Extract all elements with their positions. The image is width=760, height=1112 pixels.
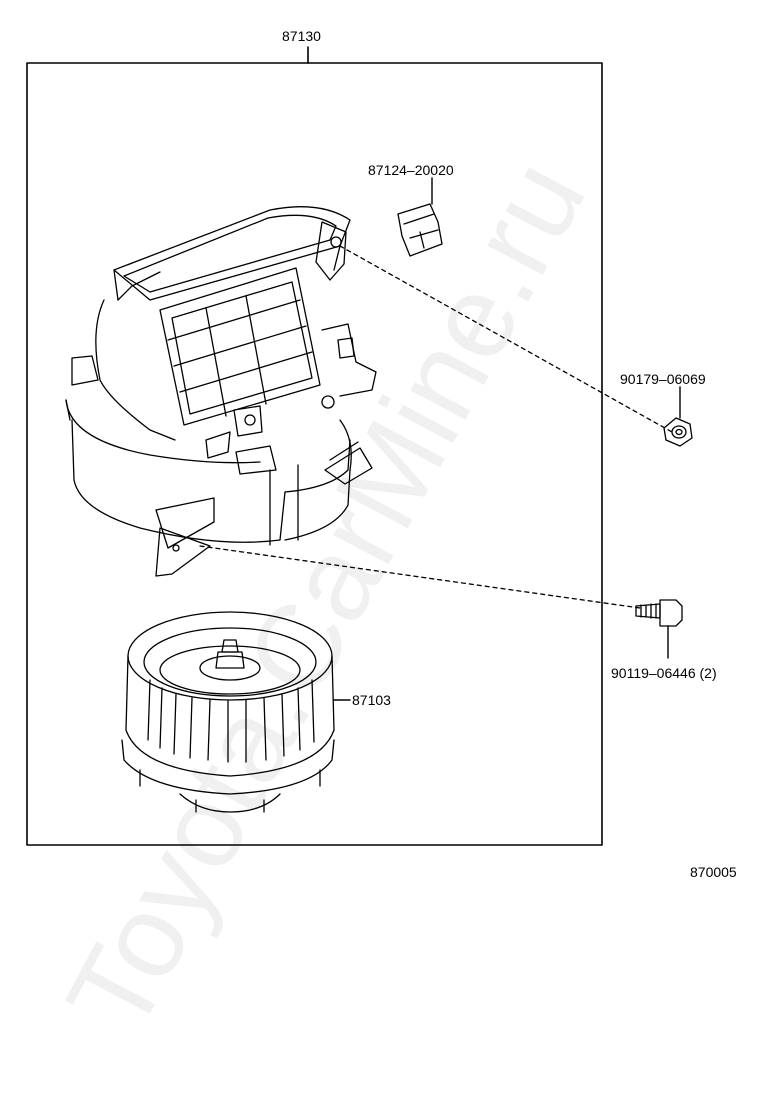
nut-illustration <box>663 386 693 447</box>
bracket-illustration <box>397 177 443 257</box>
assembly-frame <box>26 62 603 846</box>
screw-illustration <box>635 599 683 659</box>
blower-case-illustration <box>65 206 377 577</box>
blower-motor-illustration <box>121 611 351 813</box>
part-label-screw: 90119–06446 (2) <box>611 665 717 681</box>
part-label-nut: 90179–06069 <box>620 371 706 387</box>
mount-to-screw-leader <box>199 545 641 609</box>
part-label-assembly: 87130 <box>282 28 321 44</box>
bracket-to-nut-leader <box>339 245 673 433</box>
diagram-reference-number: 870005 <box>690 864 737 880</box>
part-label-motor: 87103 <box>352 692 391 708</box>
part-label-bracket: 87124–20020 <box>368 162 454 178</box>
